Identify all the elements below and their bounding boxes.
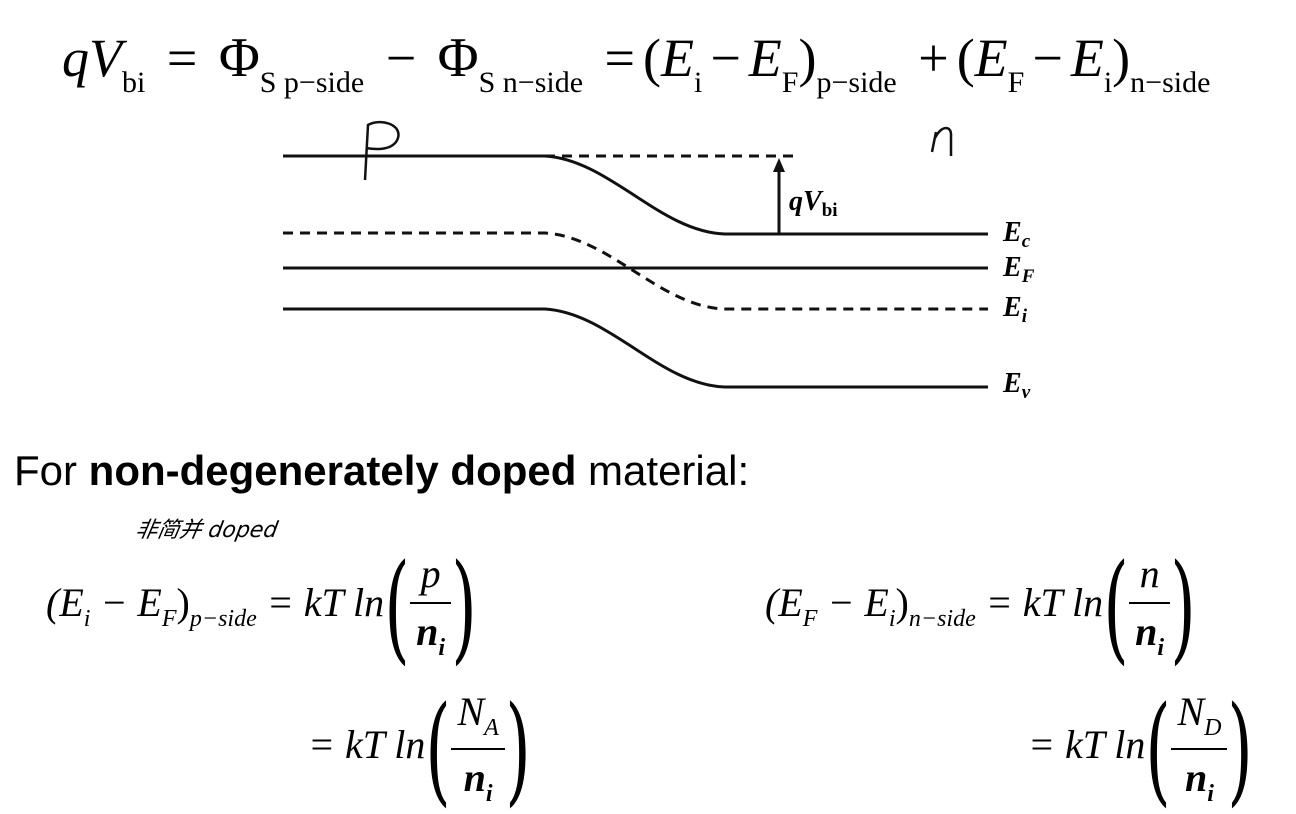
paren-1-sub: p−side <box>816 66 897 99</box>
ei-label: Ei <box>1002 292 1028 327</box>
rhs: = kT ln <box>1028 722 1146 768</box>
Ei-2-sub: i <box>1103 66 1113 99</box>
EF-2-sub: F <box>1007 66 1025 99</box>
EF-2: E <box>974 28 1008 88</box>
plus: + <box>918 28 949 88</box>
Ei-1: E <box>660 28 694 88</box>
heading-suffix: material: <box>576 447 750 494</box>
denominator: ni <box>416 609 446 661</box>
lhs-minus: − E <box>90 580 162 626</box>
lparen-1: ( <box>643 28 661 88</box>
phi-p: Φ <box>218 27 260 89</box>
ev-label: Ev <box>1002 368 1031 403</box>
rhs: = kT ln <box>975 580 1104 626</box>
lhs-F: F <box>161 606 177 633</box>
lparen-2: ( <box>956 28 975 88</box>
rhs: = kT ln <box>256 580 385 626</box>
lhs-sub: p−side <box>189 606 257 633</box>
equals-2: = <box>604 28 635 88</box>
lhs-F: F <box>802 606 818 633</box>
lparen: ( <box>384 538 410 676</box>
lhs-i: i <box>83 606 91 633</box>
lparen: ( <box>425 680 452 814</box>
rparen-1: ) <box>798 28 817 88</box>
rparen: ) <box>451 538 477 676</box>
phi-n: Φ <box>437 27 479 89</box>
minus-3: − <box>1032 28 1063 88</box>
symbol-V: V <box>89 28 122 88</box>
rparen-2: ) <box>1112 28 1131 88</box>
handwritten-p <box>363 120 400 181</box>
rhs: = kT ln <box>308 722 426 768</box>
qvbi-label: qVbi <box>789 186 838 221</box>
section-heading: For non-degenerately doped material: <box>14 447 749 495</box>
phi-p-sub: S p−side <box>259 66 365 99</box>
valence-band-line <box>283 307 988 389</box>
numerator: NA <box>451 692 505 750</box>
ef-label: EF <box>1002 252 1035 287</box>
lparen: ( <box>1145 680 1172 814</box>
conduction-band-line <box>283 154 988 236</box>
minus-2: − <box>710 28 741 88</box>
qvbi-arrow-head <box>773 158 785 172</box>
lhs-i: i <box>888 606 896 633</box>
heading-bold: non-degenerately doped <box>88 447 577 494</box>
rparen: ) <box>1227 680 1254 814</box>
denominator: ni <box>1184 755 1214 807</box>
denominator: ni <box>463 755 493 807</box>
symbol-q: q <box>62 28 89 88</box>
lhs-open: (E <box>46 580 84 626</box>
handwritten-note: 非简并 doped <box>133 518 280 543</box>
lhs-sub: n−side <box>908 606 976 633</box>
lhs-close: ) <box>176 580 190 626</box>
lhs-close: ) <box>895 580 909 626</box>
rparen: ) <box>1170 538 1196 676</box>
heading-prefix: For <box>14 447 89 494</box>
lhs-minus: − E <box>817 580 889 626</box>
equals-1: = <box>166 28 198 88</box>
lparen: ( <box>1103 538 1129 676</box>
paren-2-sub: n−side <box>1130 66 1211 99</box>
Ei-1-sub: i <box>693 66 703 99</box>
intrinsic-level-line <box>283 231 988 311</box>
denominator: ni <box>1135 609 1165 661</box>
numerator: ND <box>1171 692 1228 750</box>
EF-1-sub: F <box>781 66 799 99</box>
numerator: p <box>410 554 452 604</box>
ec-label: Ec <box>1002 217 1031 252</box>
rparen: ) <box>505 680 531 814</box>
EF-1: E <box>748 28 782 88</box>
sub-bi: bi <box>122 66 146 99</box>
phi-n-sub: S n−side <box>478 66 584 99</box>
Ei-2: E <box>1070 28 1104 88</box>
minus-1: − <box>385 28 417 88</box>
handwritten-n <box>930 126 953 156</box>
built-in-potential-equation: qVbi = ΦS p−side − ΦS n−side =(Ei−EF)p−s… <box>62 30 1210 98</box>
lhs-open: (E <box>765 580 803 626</box>
numerator: n <box>1129 554 1171 604</box>
